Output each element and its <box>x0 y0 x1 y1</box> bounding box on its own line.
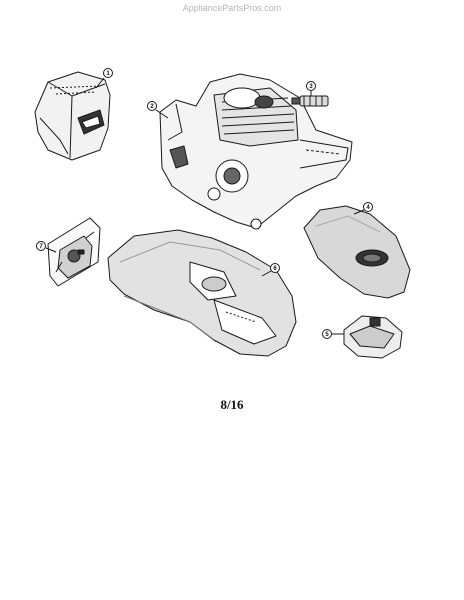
callout-label-1: 1 <box>106 71 110 77</box>
filter-cap-part <box>343 315 403 359</box>
callout-label-4: 4 <box>366 205 370 211</box>
callout-label-5: 5 <box>325 332 329 338</box>
watermark: AppliancePartsPros.com <box>182 3 282 13</box>
callout-label-3: 3 <box>309 84 313 90</box>
callout-label-7: 7 <box>39 244 43 250</box>
carburetor-part <box>47 217 101 287</box>
page-number: 8/16 <box>220 397 244 412</box>
spark-plug-part <box>291 95 329 107</box>
engine-crankcase-part <box>159 73 353 230</box>
callout-1 <box>95 68 113 89</box>
cylinder-shroud-part <box>107 229 297 357</box>
callout-3 <box>306 81 316 96</box>
callout-labels: 1 2 3 4 5 6 7 <box>39 71 370 338</box>
callout-5 <box>322 329 344 339</box>
callout-4 <box>353 202 373 215</box>
callout-2 <box>147 101 169 119</box>
callout-6 <box>261 263 280 277</box>
callout-label-6: 6 <box>273 266 277 272</box>
air-filter-part <box>34 71 111 161</box>
callout-label-2: 2 <box>150 104 154 110</box>
top-cover-part <box>303 205 411 299</box>
callout-7 <box>36 241 57 253</box>
